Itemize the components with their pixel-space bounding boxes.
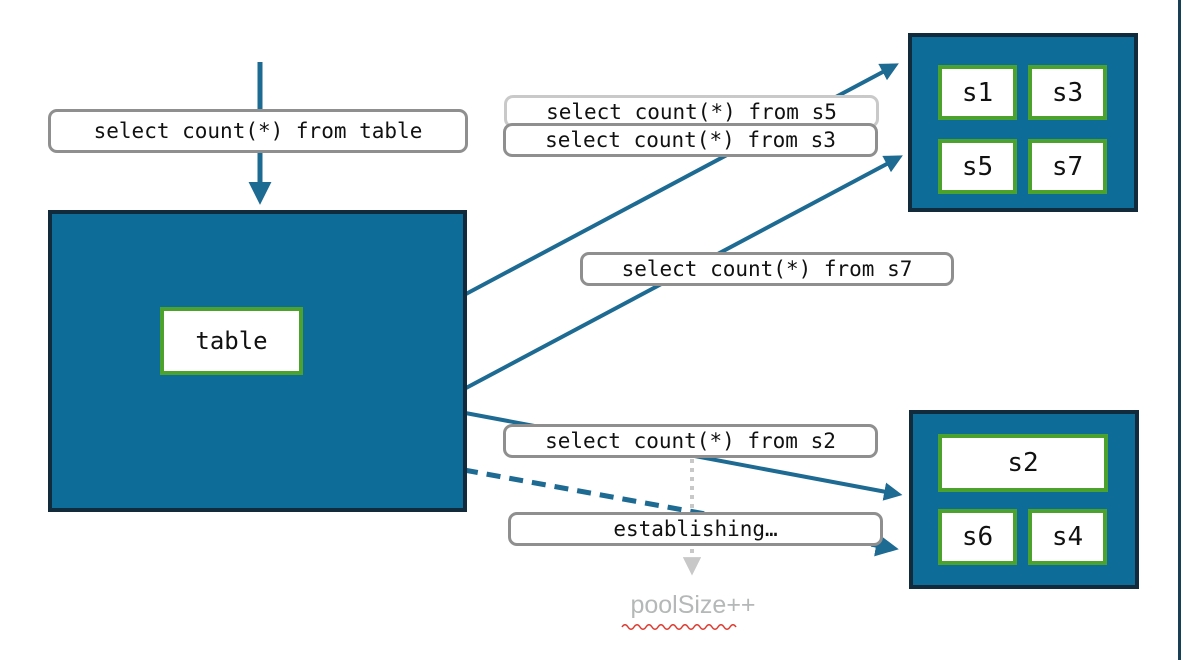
shard-s5-label: s5 [961,151,994,182]
shard-s4: s4 [1028,509,1107,565]
spellcheck-squiggle [621,624,737,630]
query-label-s7: select count(*) from s7 [580,252,954,286]
shard-s7: s7 [1028,139,1107,194]
poolsize-note-text: poolSize++ [630,591,756,619]
query-label-s3-text: select count(*) from s3 [545,128,836,152]
shard-s3-label: s3 [1051,77,1084,108]
shard-s2-label: s2 [1007,448,1039,478]
poolsize-note: poolSize++ [603,591,783,620]
shard-s1: s1 [938,65,1017,120]
query-label-s5-text: select count(*) from s5 [546,99,837,124]
shard-s1-label: s1 [961,77,994,108]
shard-s7-label: s7 [1051,151,1084,182]
label-establishing: establishing… [508,512,883,546]
shard-s4-label: s4 [1051,522,1084,552]
query-label-s3: select count(*) from s3 [503,123,878,157]
query-label-s2-text: select count(*) from s2 [545,429,836,453]
shard-group-bottom: s2 s6 s4 [909,410,1139,589]
query-label-s7-text: select count(*) from s7 [621,257,913,281]
table-node-label: table [195,327,268,355]
query-label-s2: select count(*) from s2 [503,424,878,458]
shard-s3: s3 [1028,65,1107,120]
shard-group-top: s1 s3 s5 s7 [908,33,1138,212]
shard-s2: s2 [938,434,1108,492]
label-establishing-text: establishing… [613,517,778,541]
query-label-table-text: select count(*) from table [93,119,423,143]
query-label-table: select count(*) from table [48,109,468,153]
dashed-arrow-establishing-connection [463,467,899,557]
table-node: table [160,307,303,375]
query-label-s5: select count(*) from s5 [504,95,879,128]
slide-edge-line [1178,0,1181,660]
shard-s6: s6 [938,509,1017,565]
shard-s5: s5 [938,139,1017,194]
shard-s6-label: s6 [961,522,994,552]
